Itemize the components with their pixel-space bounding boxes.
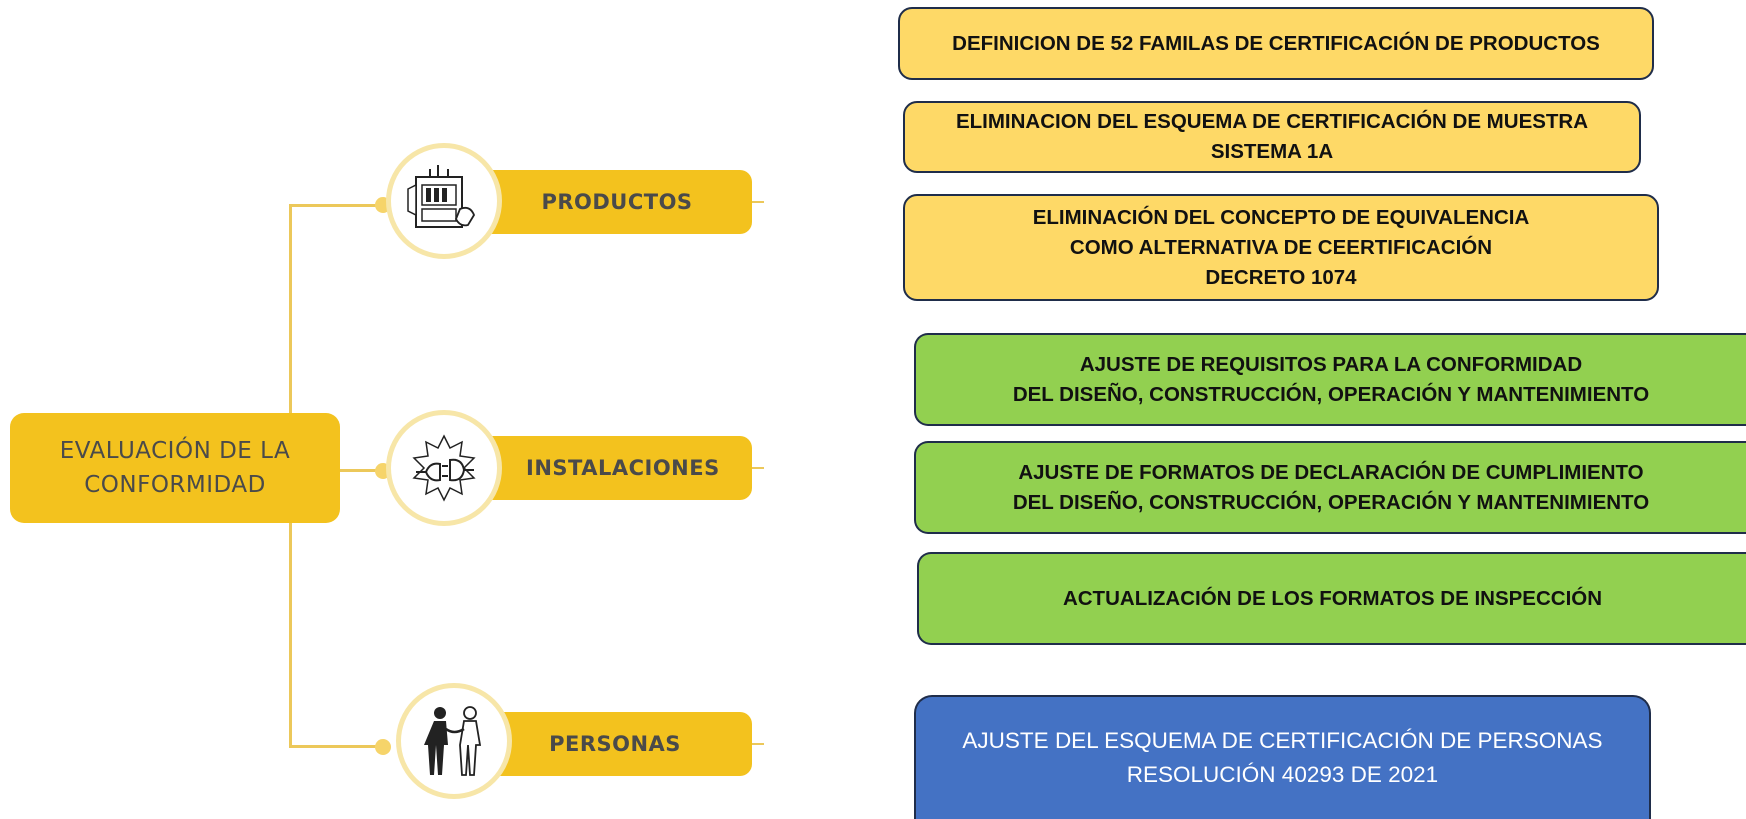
box-actualizacion-formatos: ACTUALIZACIÓN DE LOS FORMATOS DE INSPECC… — [917, 552, 1746, 645]
plug-connector-icon — [412, 434, 476, 502]
branch-line-personas — [289, 745, 381, 748]
branch-label-personas: PERSONAS — [549, 732, 681, 756]
box-ajuste-requisitos: AJUSTE DE REQUISITOS PARA LA CONFORMIDAD… — [914, 333, 1746, 426]
root-node: EVALUACIÓN DE LA CONFORMIDAD — [10, 413, 340, 523]
box-esquema-personas: AJUSTE DEL ESQUEMA DE CERTIFICACIÓN DE P… — [914, 695, 1651, 819]
box-esquema-personas-text: AJUSTE DEL ESQUEMA DE CERTIFICACIÓN DE P… — [962, 728, 1603, 787]
electrical-panel-icon — [407, 165, 476, 228]
box-eliminacion-esquema: ELIMINACION DEL ESQUEMA DE CERTIFICACIÓN… — [903, 101, 1641, 173]
stub-personas — [752, 743, 764, 745]
branch-line-productos — [289, 204, 381, 207]
box-eliminacion-equivalencia-text: ELIMINACIÓN DEL CONCEPTO DE EQUIVALENCIA… — [1032, 205, 1530, 289]
branch-pill-personas: PERSONAS — [490, 712, 752, 776]
box-ajuste-requisitos-text: AJUSTE DE REQUISITOS PARA LA CONFORMIDAD… — [1012, 352, 1650, 406]
box-52-familias: DEFINICION DE 52 FAMILAS DE CERTIFICACIÓ… — [898, 7, 1654, 80]
branch-icon-circle-productos — [386, 143, 502, 259]
branch-line-instalaciones — [340, 469, 381, 472]
stub-instalaciones — [752, 467, 764, 469]
root-label: EVALUACIÓN DE LA CONFORMIDAD — [59, 438, 291, 498]
branch-label-instalaciones: INSTALACIONES — [526, 456, 720, 480]
box-ajuste-formatos: AJUSTE DE FORMATOS DE DECLARACIÓN DE CUM… — [914, 441, 1746, 534]
branch-icon-circle-instalaciones — [386, 410, 502, 526]
handshake-people-icon — [424, 706, 482, 776]
box-eliminacion-esquema-text: ELIMINACION DEL ESQUEMA DE CERTIFICACIÓN… — [955, 110, 1589, 163]
branch-label-productos: PRODUCTOS — [541, 190, 693, 214]
stub-productos — [752, 201, 764, 203]
box-eliminacion-equivalencia: ELIMINACIÓN DEL CONCEPTO DE EQUIVALENCIA… — [903, 194, 1659, 301]
box-ajuste-formatos-text: AJUSTE DE FORMATOS DE DECLARACIÓN DE CUM… — [1012, 460, 1650, 514]
branch-pill-instalaciones: INSTALACIONES — [490, 436, 752, 500]
branch-pill-productos: PRODUCTOS — [490, 170, 752, 234]
box-52-familias-text: DEFINICION DE 52 FAMILAS DE CERTIFICACIÓ… — [952, 31, 1600, 55]
branch-icon-circle-personas — [396, 683, 512, 799]
connector-dot-personas — [375, 739, 391, 755]
box-actualizacion-formatos-text: ACTUALIZACIÓN DE LOS FORMATOS DE INSPECC… — [1062, 586, 1603, 610]
